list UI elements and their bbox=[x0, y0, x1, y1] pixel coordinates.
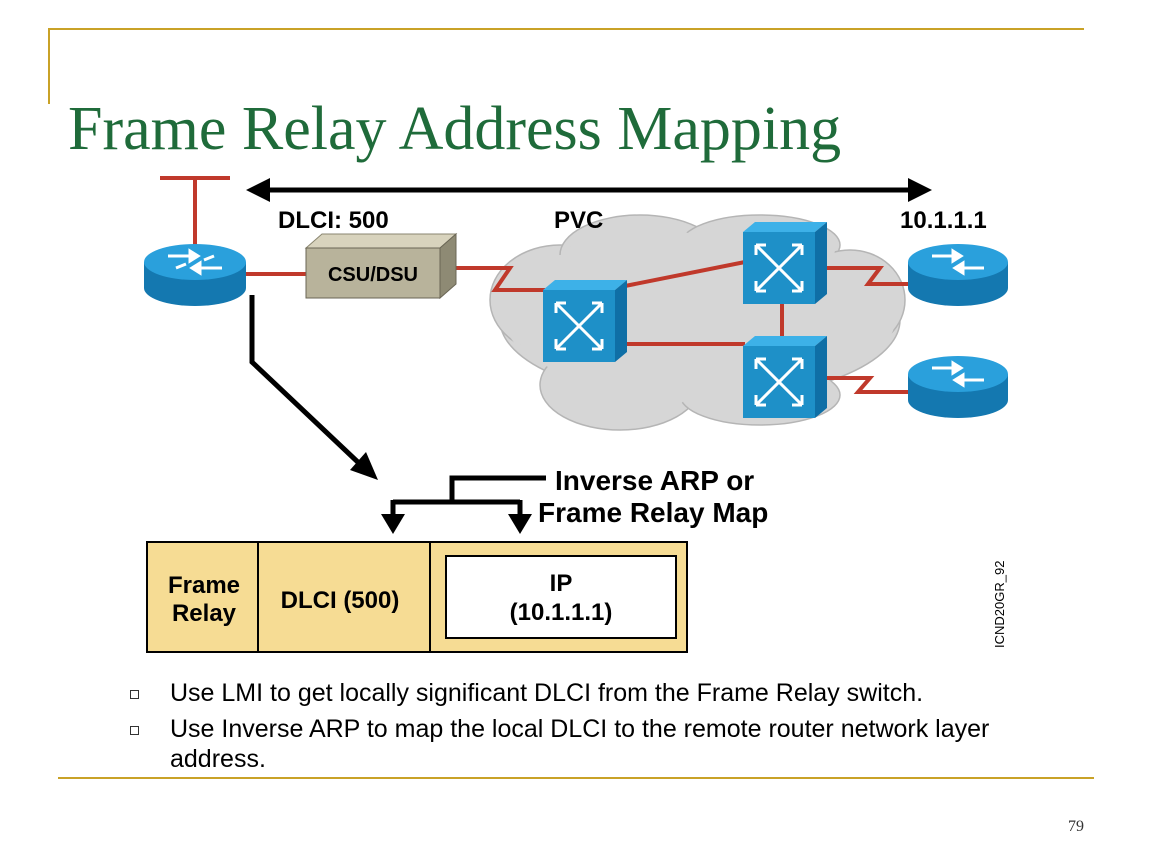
table-col-dlci: DLCI (500) bbox=[281, 587, 400, 614]
network-links bbox=[160, 176, 908, 394]
bullet-text: Use LMI to get locally significant DLCI … bbox=[170, 679, 924, 707]
table-col-frame-relay-1: Frame bbox=[168, 572, 240, 599]
left-rule bbox=[48, 28, 50, 104]
frame-relay-switch-icon bbox=[743, 336, 827, 418]
pvc-arrow bbox=[246, 178, 932, 202]
dlci-label: DLCI: 500 bbox=[278, 207, 389, 234]
csu-dsu-label: CSU/DSU bbox=[328, 264, 418, 286]
bullet-item: Use Inverse ARP to map the local DLCI to… bbox=[128, 714, 1048, 774]
csu-dsu-device bbox=[304, 232, 458, 300]
page-title: Frame Relay Address Mapping bbox=[68, 95, 842, 163]
mapping-label-line1: Inverse ARP or bbox=[555, 465, 754, 496]
local-router-icon bbox=[144, 244, 246, 306]
bullet-item: Use LMI to get locally significant DLCI … bbox=[128, 678, 1048, 708]
bullet-text: Use Inverse ARP to map the local DLCI to… bbox=[170, 715, 990, 773]
page-number: 79 bbox=[1068, 818, 1084, 835]
arrow-down-icon bbox=[508, 514, 532, 534]
square-bullet-icon bbox=[130, 690, 139, 699]
inverse-arp-bracket bbox=[390, 475, 546, 518]
mapping-arrow bbox=[249, 295, 378, 480]
table-col-ip-1: IP bbox=[550, 570, 573, 597]
bullet-list: Use LMI to get locally significant DLCI … bbox=[128, 678, 1048, 780]
table-col-ip-2: (10.1.1.1) bbox=[510, 599, 613, 626]
table-col-frame-relay-2: Relay bbox=[172, 600, 237, 627]
mapping-label-line2: Frame Relay Map bbox=[538, 497, 768, 528]
remote-ip-label: 10.1.1.1 bbox=[900, 207, 987, 234]
top-rule bbox=[48, 28, 1084, 30]
bottom-rule bbox=[58, 777, 1094, 779]
pvc-label: PVC bbox=[554, 207, 603, 234]
remote-router-icon bbox=[908, 244, 1008, 306]
address-map-table bbox=[146, 541, 688, 653]
figure-id: ICND20GR_92 bbox=[992, 561, 1007, 648]
frame-relay-switch-icon bbox=[743, 222, 827, 304]
remote-router-icon bbox=[908, 356, 1008, 418]
square-bullet-icon bbox=[130, 726, 139, 735]
arrow-down-icon bbox=[381, 514, 405, 534]
frame-relay-switch-icon bbox=[543, 280, 627, 362]
